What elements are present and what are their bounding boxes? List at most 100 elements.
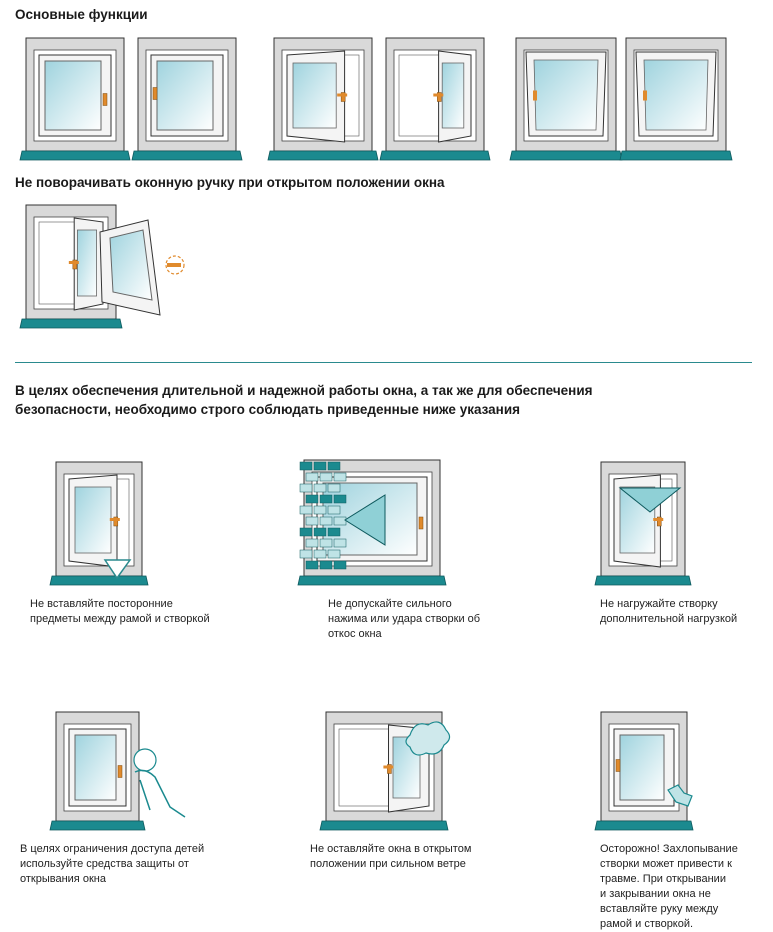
- section-divider: [15, 362, 752, 363]
- push-arrow-icon: [344, 494, 386, 546]
- no-turn-handle-title: Не поворачивать оконную ручку при открыт…: [15, 175, 445, 190]
- brick: [305, 472, 319, 482]
- window-open-no-turn: [19, 204, 185, 329]
- handle-lever: [337, 93, 348, 97]
- window-sill: [267, 150, 379, 161]
- glass: [74, 734, 117, 801]
- window-sill: [19, 318, 123, 329]
- window-turn-open-right: [379, 37, 491, 161]
- window-sill: [19, 150, 131, 161]
- handle-icon: [340, 92, 346, 102]
- glass: [77, 229, 98, 297]
- handle-icon: [533, 90, 537, 101]
- window-tilt-open: [509, 37, 623, 161]
- handle-icon: [113, 516, 119, 527]
- glass: [156, 60, 214, 131]
- handle-icon: [117, 765, 123, 778]
- window-closed-handle-up: [131, 37, 243, 161]
- glass: [109, 229, 153, 301]
- brick: [313, 549, 327, 559]
- window-sill: [379, 150, 491, 161]
- window-tilt-open-2: [619, 37, 733, 161]
- glass: [619, 734, 665, 801]
- brick: [299, 527, 313, 537]
- brick: [333, 494, 347, 504]
- handle-lever: [433, 93, 444, 97]
- brick: [319, 494, 333, 504]
- brick: [299, 483, 313, 493]
- handle-icon: [387, 764, 392, 774]
- glass: [44, 60, 102, 131]
- window-sill: [594, 575, 692, 586]
- handle-lever: [383, 765, 394, 769]
- window-sill: [131, 150, 243, 161]
- window-sill: [319, 820, 449, 831]
- brick: [313, 483, 327, 493]
- glass: [74, 486, 112, 554]
- glass: [533, 59, 599, 131]
- window-sill: [49, 575, 149, 586]
- glass: [441, 62, 465, 129]
- brick: [327, 483, 341, 493]
- handle-lever: [653, 518, 664, 521]
- brick: [333, 516, 347, 526]
- brick: [319, 472, 333, 482]
- window-strong-wind: [319, 711, 449, 831]
- window-closed-handle-down: [19, 37, 131, 161]
- hand-icon: [667, 784, 693, 807]
- handle-icon: [418, 516, 424, 530]
- handle-icon: [102, 93, 108, 106]
- instructions-title-line2: безопасности, необходимо строго соблюдат…: [15, 402, 520, 417]
- brick: [327, 505, 341, 515]
- instructions-title-line1: В целях обеспечения длительной и надежно…: [15, 383, 593, 398]
- window-child-safety: [49, 711, 146, 831]
- glass: [643, 59, 709, 131]
- handle-icon: [152, 87, 158, 100]
- handle-icon: [72, 259, 78, 270]
- brick: [319, 538, 333, 548]
- window-finger-trap: [594, 711, 694, 831]
- weight-arrow-icon: [618, 487, 682, 513]
- brick: [319, 560, 333, 570]
- brick: [313, 505, 327, 515]
- handle-icon: [656, 516, 662, 527]
- brick: [313, 527, 327, 537]
- window-object-between: [49, 461, 149, 586]
- rotate-arrow-icon: [165, 255, 185, 275]
- brick: [319, 516, 333, 526]
- brick: [305, 538, 319, 548]
- brick: [333, 472, 347, 482]
- brick: [333, 560, 347, 570]
- wind-cloud-icon: [405, 721, 451, 756]
- brick: [327, 549, 341, 559]
- warning-arrow-icon: [103, 559, 132, 580]
- brick: [299, 549, 313, 559]
- brick: [305, 516, 319, 526]
- brick: [327, 527, 341, 537]
- handle-lever: [109, 518, 120, 521]
- handle-icon: [167, 263, 181, 267]
- handle-icon: [643, 90, 647, 101]
- window-strong-push: [297, 459, 447, 586]
- brick: [333, 538, 347, 548]
- child-icon: [133, 748, 157, 772]
- window-no-load: [594, 461, 692, 586]
- window-sill: [297, 575, 447, 586]
- brick: [313, 461, 327, 471]
- brick: [299, 461, 313, 471]
- window-sill: [49, 820, 146, 831]
- window-turn-open-left: [267, 37, 379, 161]
- child-body: [134, 769, 186, 818]
- window-sill: [619, 150, 733, 161]
- handle-icon: [437, 92, 442, 102]
- window-sill: [594, 820, 694, 831]
- brick: [327, 461, 341, 471]
- handle-icon: [615, 759, 621, 772]
